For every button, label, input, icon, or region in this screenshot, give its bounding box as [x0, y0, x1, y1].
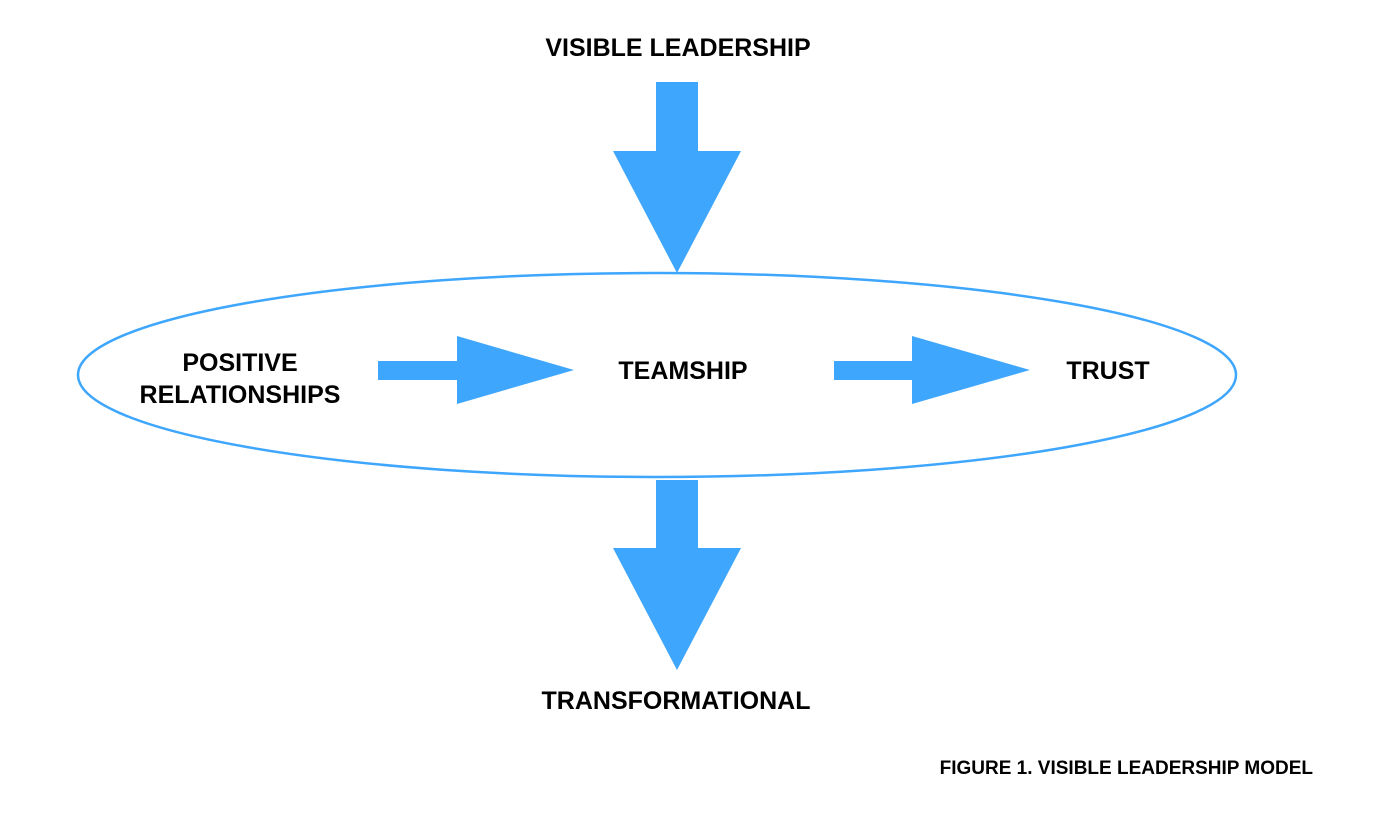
node-positive-relationships-line2: RELATIONSHIPS: [140, 381, 341, 409]
node-positive-relationships-line1: POSITIVE: [182, 349, 297, 377]
right-arrow-teamship-to-trust: [834, 336, 1030, 404]
right-arrow-relationships-to-teamship: [378, 336, 574, 404]
down-arrow-top: [613, 82, 741, 273]
down-arrow-bottom: [613, 480, 741, 670]
node-trust: TRUST: [1066, 357, 1149, 385]
bottom-label-transformational: TRANSFORMATIONAL: [542, 687, 811, 715]
process-ellipse: [76, 271, 1238, 479]
figure-caption: FIGURE 1. VISIBLE LEADERSHIP MODEL: [940, 758, 1314, 779]
top-label-visible-leadership: VISIBLE LEADERSHIP: [545, 34, 810, 62]
node-teamship: TEAMSHIP: [618, 357, 747, 385]
